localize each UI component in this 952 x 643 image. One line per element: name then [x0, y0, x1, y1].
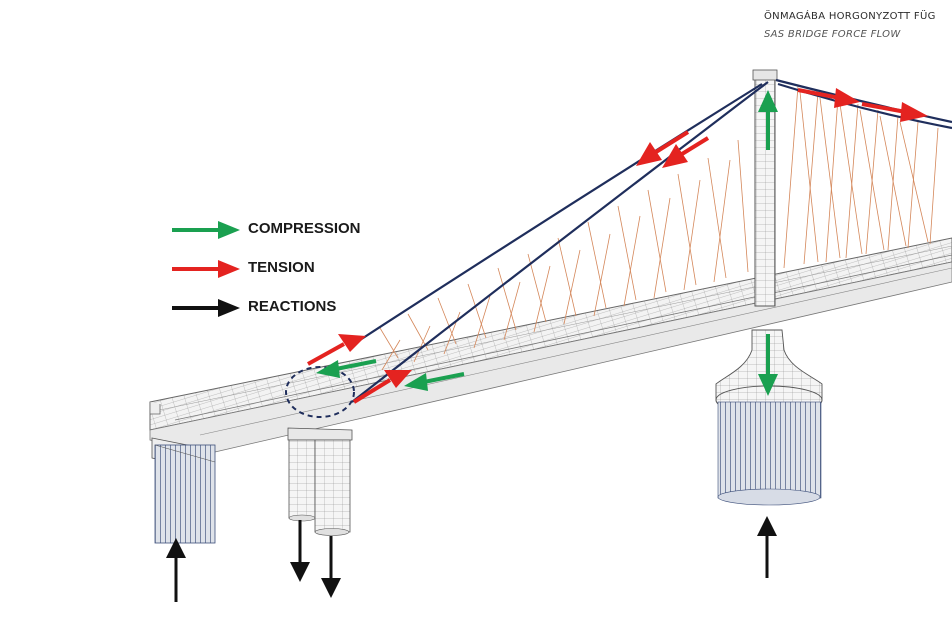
force-arrows: [166, 88, 928, 602]
tension-arrow: [797, 88, 860, 108]
twin-column-pier: [287, 427, 353, 536]
tension-arrow: [861, 102, 928, 122]
abutment-pile-group: [151, 437, 216, 544]
reaction-arrow: [757, 516, 777, 578]
compression-arrow: [758, 90, 778, 150]
tension-legend-arrow-icon: [172, 260, 240, 278]
compression-arrow: [758, 334, 778, 396]
tension-arrow: [662, 136, 710, 168]
compression-arrow: [316, 359, 377, 378]
tension-arrow: [307, 334, 366, 366]
hangers: [379, 85, 939, 371]
reaction-arrow: [166, 538, 186, 602]
legend-label: REACTIONS: [248, 298, 337, 315]
compression-arrow: [404, 372, 465, 391]
legend-label: COMPRESSION: [248, 220, 361, 237]
anchorage-highlight: [285, 366, 355, 418]
legend-label: TENSION: [248, 259, 315, 276]
header-subtitle: SAS BRIDGE FORCE FLOW: [764, 29, 901, 40]
reactions-legend-arrow-icon: [172, 299, 240, 317]
compression-legend-arrow-icon: [172, 221, 240, 239]
reaction-arrow: [290, 520, 310, 582]
header-title: ÖNMAGÁBA HORGONYZOTT FÜG: [764, 11, 936, 22]
reaction-arrow: [321, 536, 341, 598]
tension-arrow: [636, 130, 690, 166]
tension-arrow: [352, 370, 412, 404]
